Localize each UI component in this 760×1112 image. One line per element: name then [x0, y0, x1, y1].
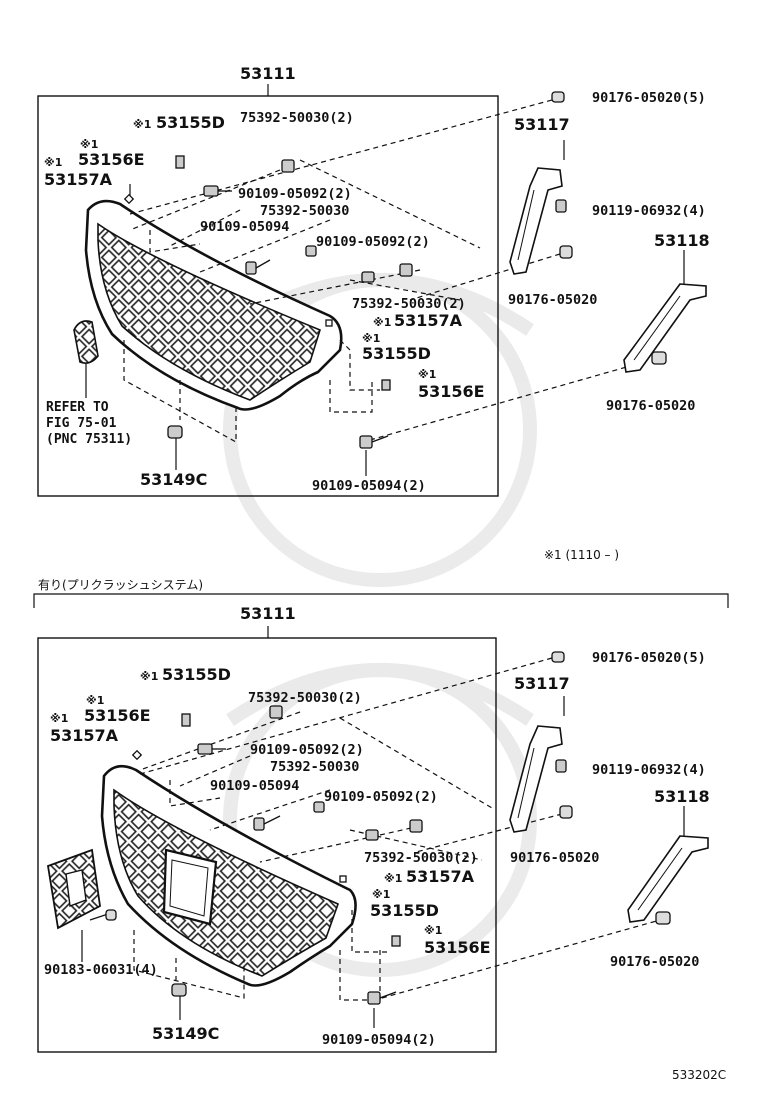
mark-b-53155d-b: ※1 — [372, 888, 391, 901]
assembly-label-bottom: 53111 — [240, 604, 296, 623]
part-b-90176-05020-a[interactable]: 90176-05020 — [510, 850, 600, 866]
section-bracket — [33, 593, 729, 608]
grille-top — [84, 199, 343, 411]
part-b-53155d-b[interactable]: 53155D — [370, 901, 439, 920]
mark-b-53157a-b: ※1 — [384, 872, 403, 885]
section-title: 有り(プリクラッシュシステム) — [38, 578, 204, 592]
part-b-53155d[interactable]: 53155D — [162, 665, 231, 684]
part-53155d[interactable]: 53155D — [156, 113, 225, 132]
part-b-90109-05094[interactable]: 90109-05094 — [210, 778, 300, 794]
part-b-75392-50030-2[interactable]: 75392-50030(2) — [248, 690, 362, 706]
part-b-53156e[interactable]: 53156E — [84, 706, 151, 725]
part-b-53149c[interactable]: 53149C — [152, 1024, 220, 1043]
assembly-label-top: 53111 — [240, 64, 296, 83]
mark-53156e-b: ※1 — [418, 368, 437, 381]
part-90119-06932-4[interactable]: 90119-06932(4) — [592, 203, 706, 219]
bottom-fasteners — [105, 651, 671, 1005]
bracket-53117-bottom — [509, 725, 563, 833]
bracket-53118-top — [623, 283, 707, 373]
bracket-53118-bottom — [627, 835, 709, 923]
part-b-90183-06031-4[interactable]: 90183-06031(4) — [44, 962, 158, 978]
part-90109-05092-2b[interactable]: 90109-05092(2) — [316, 234, 430, 250]
part-90176-05020-b[interactable]: 90176-05020 — [606, 398, 696, 414]
part-53149c[interactable]: 53149C — [140, 470, 208, 489]
part-b-90109-05092-2[interactable]: 90109-05092(2) — [250, 742, 364, 758]
grille-bottom — [100, 764, 357, 987]
bottom-diagram — [37, 626, 685, 1053]
watermark-emblem — [223, 273, 537, 977]
mark-b-53156e: ※1 — [86, 694, 105, 707]
part-53157a-b[interactable]: 53157A — [394, 311, 463, 330]
bracket-53117-top — [509, 167, 563, 275]
mark-53155d: ※1 — [133, 118, 152, 131]
part-90176-05020-5[interactable]: 90176-05020(5) — [592, 90, 706, 106]
mark-b-53156e-b: ※1 — [424, 924, 443, 937]
part-b-75392-50030-2b[interactable]: 75392-50030(2) — [364, 850, 478, 866]
part-b-90176-05020-b[interactable]: 90176-05020 — [610, 954, 700, 970]
part-90109-05092-2[interactable]: 90109-05092(2) — [238, 186, 352, 202]
part-b-90176-05020-5[interactable]: 90176-05020(5) — [592, 650, 706, 666]
part-53156e[interactable]: 53156E — [78, 150, 145, 169]
mark-b-53157a: ※1 — [50, 712, 69, 725]
sensor-cover-part — [46, 848, 109, 962]
part-90109-05094[interactable]: 90109-05094 — [200, 219, 290, 235]
footnote: ※1 (1110 – ) — [544, 548, 620, 562]
figure-code: 533202C — [672, 1068, 727, 1082]
part-b-90109-05092-2b[interactable]: 90109-05092(2) — [324, 789, 438, 805]
mark-b-53155d: ※1 — [140, 670, 159, 683]
part-75392-50030[interactable]: 75392-50030 — [260, 203, 350, 219]
part-90109-05094-2[interactable]: 90109-05094(2) — [312, 478, 426, 494]
part-b-75392-50030[interactable]: 75392-50030 — [270, 759, 360, 775]
part-90176-05020-a[interactable]: 90176-05020 — [508, 292, 598, 308]
emblem-part-top — [73, 320, 99, 398]
part-b-90119-06932-4[interactable]: 90119-06932(4) — [592, 762, 706, 778]
mark-53157a: ※1 — [44, 156, 63, 169]
part-b-53156e-b[interactable]: 53156E — [424, 938, 491, 957]
part-53117[interactable]: 53117 — [514, 115, 570, 134]
top-diagram — [37, 84, 685, 497]
part-b-53118[interactable]: 53118 — [654, 787, 710, 806]
part-b-53157a[interactable]: 53157A — [50, 726, 119, 745]
part-b-53157a-b[interactable]: 53157A — [406, 867, 475, 886]
part-75392-50030-2[interactable]: 75392-50030(2) — [240, 110, 354, 126]
mark-53155d-b: ※1 — [362, 332, 381, 345]
part-53155d-b[interactable]: 53155D — [362, 344, 431, 363]
part-53157a[interactable]: 53157A — [44, 170, 113, 189]
part-53156e-b[interactable]: 53156E — [418, 382, 485, 401]
mark-53156e: ※1 — [80, 138, 99, 151]
refer-note: REFER TO FIG 75-01 (PNC 75311) — [46, 400, 133, 447]
part-53118[interactable]: 53118 — [654, 231, 710, 250]
mark-53157a-b: ※1 — [373, 316, 392, 329]
part-75392-50030-2b[interactable]: 75392-50030(2) — [352, 296, 466, 312]
part-b-53117[interactable]: 53117 — [514, 674, 570, 693]
top-fasteners — [123, 91, 667, 449]
part-b-90109-05094-2[interactable]: 90109-05094(2) — [322, 1032, 436, 1048]
